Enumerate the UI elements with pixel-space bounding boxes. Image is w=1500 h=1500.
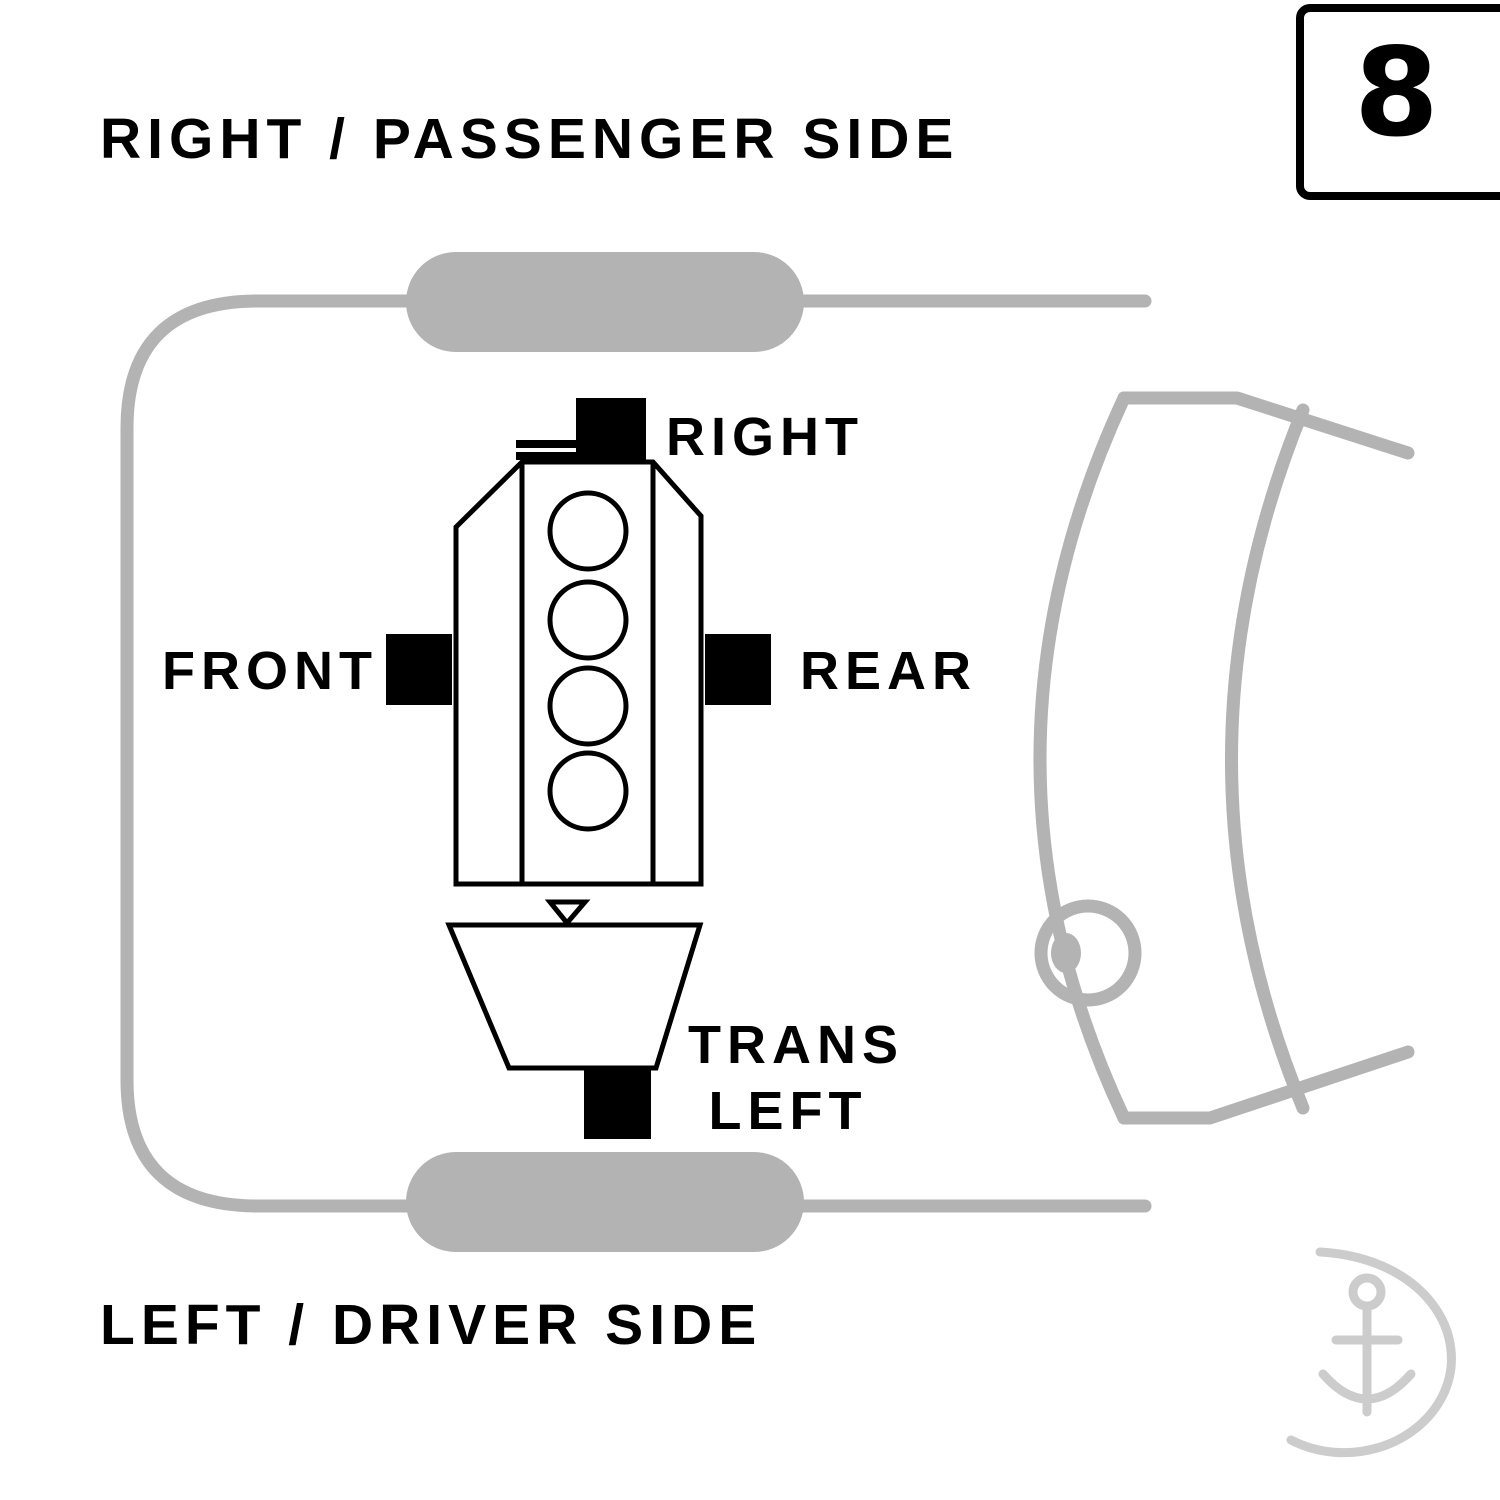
figure-number-box: 8 bbox=[1296, 4, 1500, 200]
cylinder-3 bbox=[547, 665, 629, 747]
rear-tire bbox=[406, 1152, 804, 1252]
trans-mount-label: TRANS LEFT bbox=[688, 1012, 904, 1144]
bottom-side-label: LEFT / DRIVER SIDE bbox=[100, 1293, 763, 1357]
engine-group bbox=[445, 459, 704, 1071]
right-mount-pin-bottom bbox=[516, 452, 578, 460]
cylinder-4 bbox=[547, 750, 629, 832]
trans-mount-label-line1: TRANS bbox=[688, 1015, 904, 1075]
rear-mount-marker bbox=[705, 634, 771, 705]
car-cowl-top-line bbox=[1117, 391, 1415, 460]
anchor-logo-watermark-icon bbox=[1286, 1247, 1456, 1458]
figure-number: 8 bbox=[1354, 22, 1439, 164]
trans-mount-label-line2: LEFT bbox=[708, 1081, 868, 1141]
watermark-anchor-flukes bbox=[1318, 1369, 1416, 1404]
car-gray-fills bbox=[406, 252, 1081, 1252]
trans-dipstick-funnel-icon bbox=[544, 899, 591, 927]
right-mount-pin-top bbox=[516, 440, 578, 448]
right-mount-marker bbox=[576, 398, 646, 464]
car-windshield-left-curve bbox=[1033, 391, 1131, 1125]
top-side-label: RIGHT / PASSENGER SIDE bbox=[100, 107, 960, 171]
right-mount-label: RIGHT bbox=[666, 407, 864, 467]
front-mount-label: FRONT bbox=[162, 641, 378, 701]
front-mount-marker bbox=[386, 634, 452, 705]
cylinder-1 bbox=[547, 490, 629, 572]
trans-mount-marker bbox=[584, 1068, 651, 1139]
mount-markers bbox=[386, 398, 771, 1139]
transmission bbox=[445, 922, 704, 1071]
rear-mount-label: REAR bbox=[800, 641, 978, 701]
front-tire bbox=[406, 252, 804, 352]
car-outline bbox=[120, 294, 1415, 1213]
steering-wheel-hub bbox=[1051, 933, 1081, 973]
steering-wheel bbox=[1034, 899, 1142, 1007]
watermark-swirl bbox=[1286, 1247, 1456, 1458]
cylinder-2 bbox=[547, 579, 629, 661]
car-body-outline bbox=[120, 294, 1152, 1213]
car-cowl-bottom-line bbox=[1117, 1045, 1415, 1125]
car-windshield-right-curve bbox=[1225, 403, 1310, 1115]
